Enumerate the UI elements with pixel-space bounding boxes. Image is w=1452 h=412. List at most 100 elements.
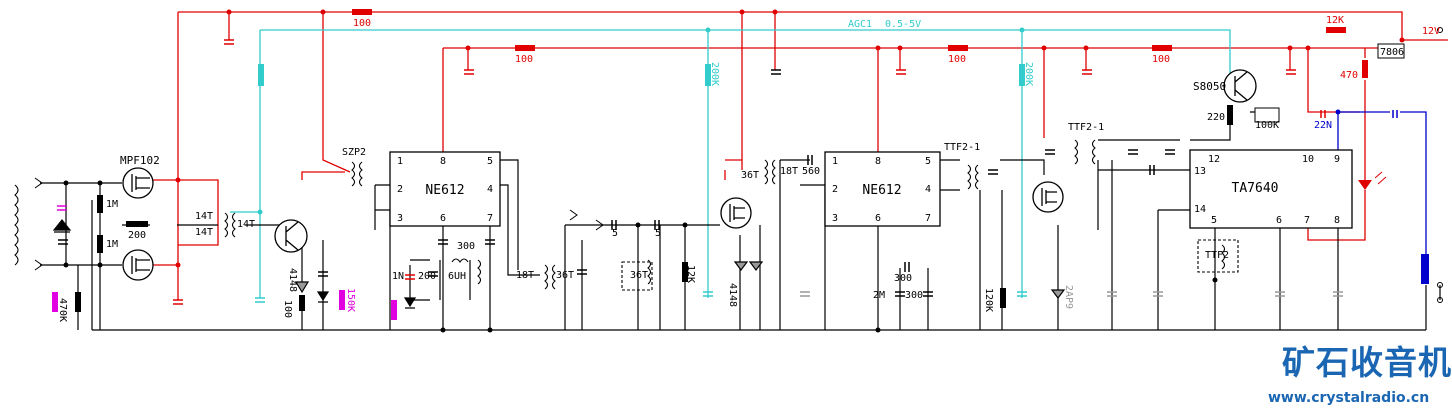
svg-text:TTF2-1: TTF2-1 — [944, 142, 980, 153]
capacitor-icon — [57, 39, 1398, 305]
svg-text:200K: 200K — [709, 62, 720, 86]
svg-text:36T: 36T — [630, 270, 648, 281]
coil-icon — [14, 139, 1239, 291]
svg-text:7: 7 — [925, 213, 931, 224]
svg-text:14T: 14T — [195, 211, 213, 222]
junction-dots — [63, 9, 1405, 333]
ic-mixer-1-label: NE612 — [425, 183, 464, 198]
svg-text:1M: 1M — [106, 239, 118, 250]
diode-icon — [52, 219, 1066, 309]
svg-text:TTF2: TTF2 — [1205, 250, 1229, 261]
svg-text:36T: 36T — [556, 270, 574, 281]
svg-text:150K: 150K — [345, 288, 356, 312]
svg-text:300: 300 — [457, 241, 475, 252]
svg-text:3: 3 — [397, 213, 403, 224]
supply-wiring — [150, 11, 1448, 300]
svg-text:18T: 18T — [780, 166, 798, 177]
svg-text:7: 7 — [487, 213, 493, 224]
ic-ifamp-label: TA7640 — [1232, 181, 1279, 196]
labels: 12V AGC1 0.5-5V 100 100 100 100 12K 470 … — [57, 15, 1440, 322]
vco-transistor-label: S8050 — [1193, 80, 1226, 93]
svg-text:5: 5 — [487, 156, 493, 167]
svg-text:14T: 14T — [195, 227, 213, 238]
svg-text:100: 100 — [515, 54, 533, 65]
svg-text:6: 6 — [440, 213, 446, 224]
svg-text:12K: 12K — [685, 265, 696, 283]
regulator-label: 7806 — [1380, 47, 1404, 58]
svg-text:5: 5 — [1211, 215, 1217, 226]
svg-text:120K: 120K — [983, 288, 994, 312]
ic-mixer-2: NE612 1 2 3 8 6 5 4 7 — [824, 151, 941, 227]
svg-text:5: 5 — [925, 156, 931, 167]
svg-text:470K: 470K — [57, 298, 68, 322]
svg-text:4148: 4148 — [287, 268, 298, 292]
audio-wiring — [1337, 111, 1427, 255]
svg-text:100: 100 — [948, 54, 966, 65]
ic-mixer-2-label: NE612 — [862, 183, 901, 198]
front-end-transistor-label: MPF102 — [120, 154, 160, 167]
svg-text:1: 1 — [397, 156, 403, 167]
svg-text:5: 5 — [612, 228, 618, 239]
svg-text:8: 8 — [1334, 215, 1340, 226]
svg-text:14T: 14T — [237, 219, 255, 230]
svg-text:200: 200 — [418, 271, 436, 282]
svg-text:2: 2 — [832, 184, 838, 195]
svg-text:36T: 36T — [741, 170, 759, 181]
agc-label: AGC1 — [848, 19, 872, 30]
bjt-icon — [274, 69, 1257, 253]
svg-text:8: 8 — [440, 156, 446, 167]
svg-text:6: 6 — [1276, 215, 1282, 226]
svg-text:100: 100 — [1152, 54, 1170, 65]
svg-text:4: 4 — [925, 184, 931, 195]
svg-text:100: 100 — [353, 18, 371, 29]
agc-range-label: 0.5-5V — [885, 19, 921, 30]
svg-text:200K: 200K — [1023, 62, 1034, 86]
svg-text:300: 300 — [894, 273, 912, 284]
mosfet-icon — [122, 167, 1064, 281]
svg-text:6UH: 6UH — [448, 271, 466, 282]
svg-text:1N: 1N — [392, 271, 404, 282]
ground-wiring — [40, 111, 1441, 331]
svg-text:8: 8 — [875, 156, 881, 167]
supply-voltage-label: 12V — [1422, 26, 1440, 37]
svg-text:220: 220 — [1207, 112, 1225, 123]
antenna-input — [34, 177, 604, 271]
svg-text:10: 10 — [1302, 154, 1314, 165]
svg-text:4148: 4148 — [727, 283, 738, 307]
svg-text:5: 5 — [655, 228, 661, 239]
svg-text:9: 9 — [1334, 154, 1340, 165]
svg-text:12: 12 — [1208, 154, 1220, 165]
svg-text:22N: 22N — [1314, 120, 1332, 131]
ic-mixer-1: NE612 1 2 3 8 6 5 4 7 — [389, 151, 501, 227]
svg-text:6: 6 — [875, 213, 881, 224]
svg-text:100: 100 — [282, 300, 293, 318]
ic-ifamp: TA7640 12 13 14 5 6 10 9 7 8 — [1189, 149, 1353, 229]
resistor-icon — [52, 9, 1429, 320]
svg-text:300: 300 — [905, 290, 923, 301]
svg-text:3: 3 — [832, 213, 838, 224]
watermark-url: www.crystalradio.cn — [1268, 390, 1430, 406]
agc-wiring — [230, 29, 1231, 298]
svg-text:2AP9: 2AP9 — [1063, 285, 1074, 309]
watermark-title: 矿石收音机 — [1282, 343, 1452, 382]
svg-text:TTF2-1: TTF2-1 — [1068, 122, 1104, 133]
svg-text:18T: 18T — [516, 270, 534, 281]
svg-text:SZP2: SZP2 — [342, 147, 366, 158]
svg-text:1: 1 — [832, 156, 838, 167]
svg-text:4: 4 — [487, 184, 493, 195]
svg-text:2M: 2M — [873, 290, 885, 301]
svg-text:12K: 12K — [1326, 15, 1344, 26]
svg-text:7: 7 — [1304, 215, 1310, 226]
svg-text:560: 560 — [802, 166, 820, 177]
led-icon — [1358, 171, 1387, 191]
regulator-box — [1377, 43, 1405, 59]
svg-text:14: 14 — [1194, 204, 1206, 215]
svg-text:1M: 1M — [106, 199, 118, 210]
svg-text:100K: 100K — [1255, 120, 1279, 131]
svg-text:13: 13 — [1194, 166, 1206, 177]
svg-text:2: 2 — [397, 184, 403, 195]
svg-text:470: 470 — [1340, 70, 1358, 81]
speaker-icon — [1437, 27, 1443, 303]
svg-text:200: 200 — [128, 230, 146, 241]
